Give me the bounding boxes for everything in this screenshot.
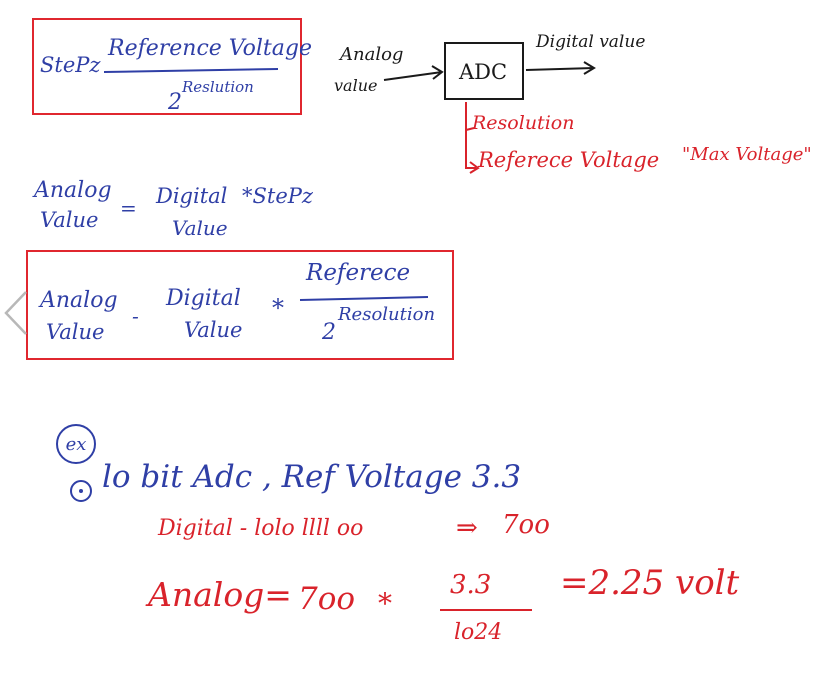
analog-formula-box	[26, 250, 454, 360]
adc-input-arrow	[383, 71, 443, 81]
chevron-left-icon	[4, 291, 27, 335]
step-formula-box	[32, 18, 302, 115]
adc-param-resolution: Resolution	[472, 112, 575, 134]
adc-param-reference-voltage: Referece Voltage	[478, 148, 660, 172]
example-bullet	[70, 480, 92, 502]
eq2-lhs-line-1: Analog	[40, 288, 118, 313]
example-digital-line: Digital - lolo llll oo	[158, 516, 364, 541]
eq1-lhs-line-2: Value	[40, 208, 99, 232]
step-numerator: Reference Voltage	[108, 36, 312, 61]
eq2-operator: *	[272, 294, 284, 322]
example-analog-numerator: 3.3	[450, 570, 492, 600]
example-analog-result: =2.25 volt	[560, 563, 740, 603]
example-digital-arrow: ⇒	[456, 513, 478, 543]
adc-block-label: ADC	[459, 60, 508, 84]
example-analog-factor: 7oo	[298, 581, 356, 617]
eq1-rhs-line-1: Digital	[156, 184, 228, 208]
step-denominator-exponent: Reslution	[182, 78, 254, 96]
example-spec: lo bit Adc , Ref Voltage 3.3	[102, 459, 522, 495]
eq2-mid-line-2: Value	[184, 318, 243, 342]
example-analog-denominator: lo24	[454, 620, 503, 645]
adc-output-label: Digital value	[536, 32, 646, 52]
eq2-equals: -	[132, 304, 139, 328]
adc-input-label-2: value	[334, 76, 378, 95]
example-analog-operator: *	[378, 587, 392, 620]
example-marker: ex	[56, 424, 96, 464]
adc-param-max-voltage-note: "Max Voltage"	[682, 144, 812, 165]
eq1-lhs-line-1: Analog	[34, 178, 112, 203]
adc-output-arrow	[525, 67, 595, 71]
eq1-operator-step: *StePz	[242, 184, 313, 208]
eq2-mid-line-1: Digital	[166, 286, 241, 311]
side-panel-toggle[interactable]	[2, 290, 30, 336]
eq2-lhs-line-2: Value	[46, 320, 105, 344]
eq1-equals: =	[120, 196, 137, 220]
adc-block	[444, 42, 524, 100]
example-digital-result: 7oo	[502, 510, 550, 540]
adc-input-label-1: Analog	[340, 44, 404, 65]
step-label: StePz	[40, 53, 101, 77]
eq2-denominator-base: 2	[322, 320, 336, 345]
eq1-rhs-line-2: Value	[172, 216, 228, 240]
example-label: ex	[65, 433, 87, 455]
eq2-denominator-exponent: Resolution	[338, 304, 436, 325]
example-analog-lhs: Analog=	[148, 575, 292, 614]
eq2-numerator: Referece	[306, 260, 411, 286]
step-denominator-base: 2	[168, 90, 182, 115]
